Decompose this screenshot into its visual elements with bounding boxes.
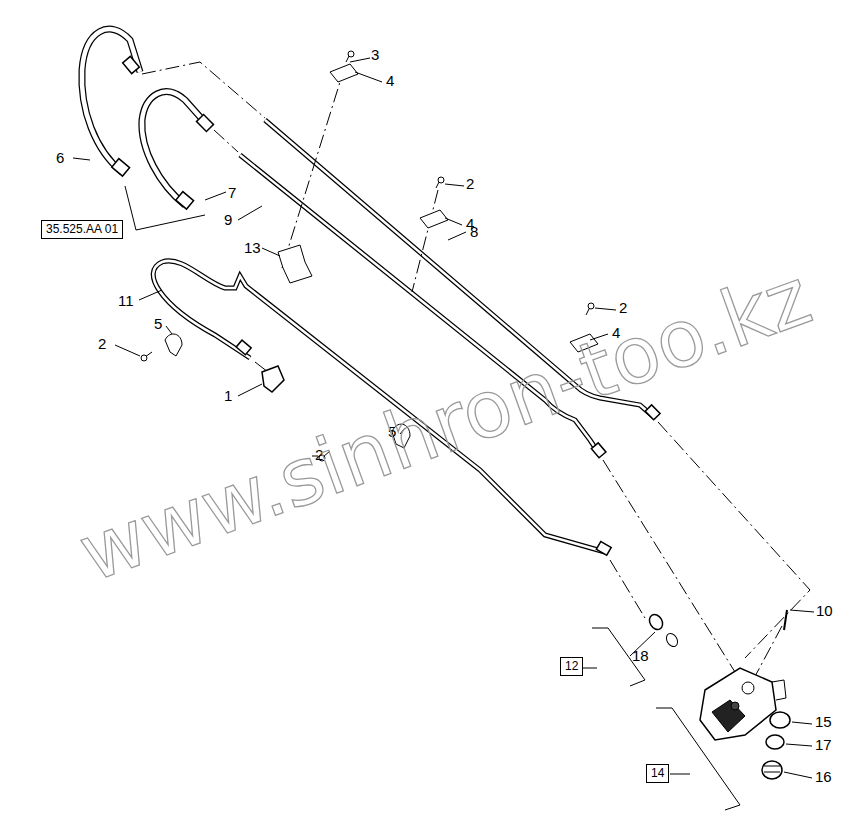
- callout-number: 10: [816, 603, 833, 618]
- callout-number: 5: [154, 316, 162, 331]
- box-text: 12: [565, 659, 578, 673]
- callout-number: 3: [371, 47, 379, 62]
- group-callout-box: 12: [560, 657, 583, 676]
- callout-number: 9: [224, 212, 232, 227]
- callout-number: 17: [815, 737, 832, 752]
- callout-number: 11: [118, 293, 134, 308]
- callout-number: 2: [466, 176, 474, 191]
- callout-number: 8: [470, 224, 478, 239]
- callout-number: 15: [815, 714, 832, 729]
- group-callout-box: 14: [646, 764, 669, 783]
- box-text: 14: [651, 766, 664, 780]
- callout-number: 2: [98, 336, 106, 351]
- callout-number: 6: [56, 150, 64, 165]
- callout-number: 4: [386, 73, 394, 88]
- callout-number: 1: [224, 388, 232, 403]
- box-text: 35.525.AA 01: [46, 222, 118, 236]
- callout-number: 16: [815, 769, 832, 784]
- callout-number: 13: [244, 240, 261, 255]
- reference-box: 35.525.AA 01: [41, 220, 123, 239]
- callout-number: 2: [619, 300, 627, 315]
- callout-number: 7: [228, 185, 236, 200]
- callout-number: 18: [632, 648, 649, 663]
- watermark: www.sinhron-too.kz: [70, 257, 820, 594]
